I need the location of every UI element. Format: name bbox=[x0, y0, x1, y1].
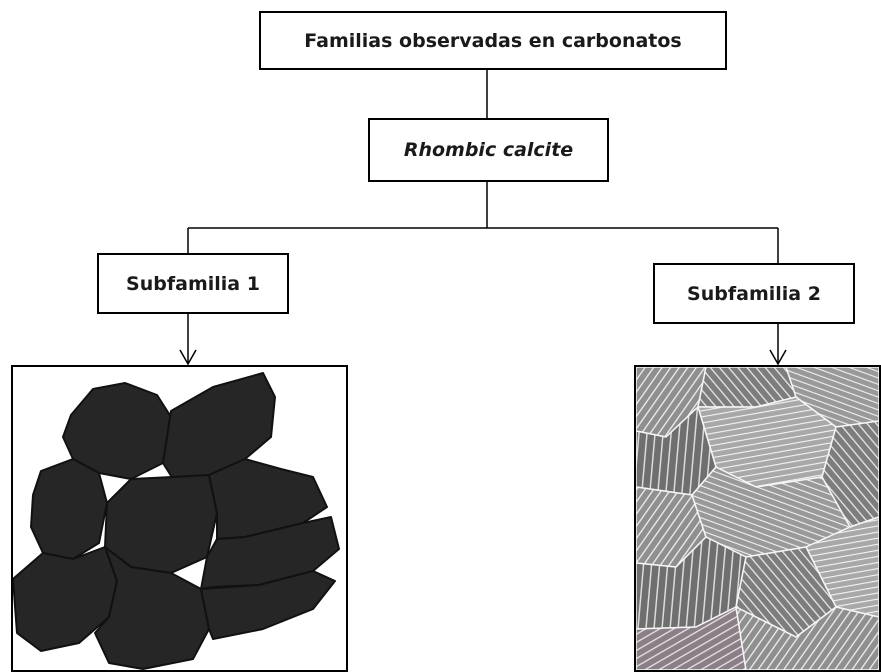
subfamily-1-label: Subfamilia 1 bbox=[126, 272, 260, 295]
grain bbox=[30, 458, 108, 560]
grain bbox=[200, 570, 336, 640]
sub2-arrowhead bbox=[769, 349, 787, 366]
grain bbox=[208, 458, 328, 540]
grain bbox=[94, 546, 210, 670]
grain bbox=[162, 372, 276, 480]
dark-grains-svg bbox=[13, 372, 340, 670]
subfamily-2-illustration bbox=[634, 365, 881, 672]
striated-mosaic-svg bbox=[636, 367, 879, 670]
root-node-label: Familias observadas en carbonatos bbox=[304, 29, 682, 52]
crystal bbox=[735, 606, 879, 670]
family-node-box: Rhombic calcite bbox=[368, 118, 609, 182]
sub1-arrowhead bbox=[179, 349, 197, 366]
subfamily-1-illustration bbox=[11, 365, 348, 672]
subfamily-2-box: Subfamilia 2 bbox=[653, 263, 855, 324]
family-node-label: Rhombic calcite bbox=[403, 139, 574, 161]
subfamily-1-box: Subfamilia 1 bbox=[97, 253, 289, 314]
grain bbox=[104, 474, 218, 574]
root-node-box: Familias observadas en carbonatos bbox=[259, 11, 727, 70]
subfamily-2-label: Subfamilia 2 bbox=[687, 282, 821, 305]
